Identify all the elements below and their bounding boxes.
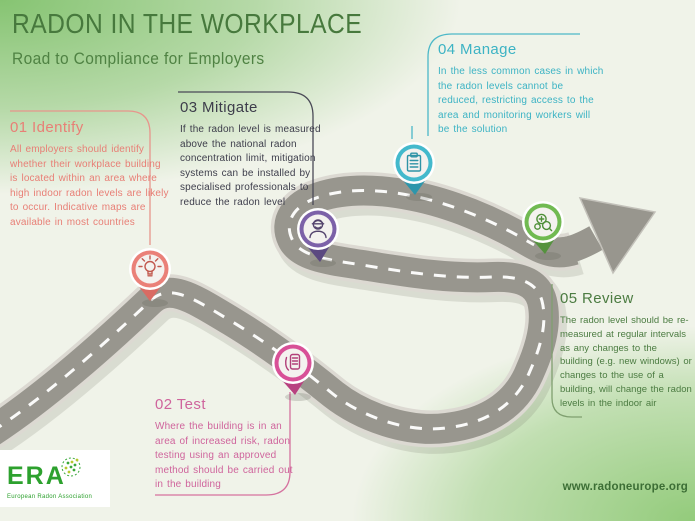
pin-shadow <box>535 252 561 260</box>
lightbulb-icon <box>138 255 162 277</box>
pin-shadow <box>142 299 168 307</box>
radon-detector-icon <box>284 353 301 371</box>
era-logo-caption: European Radon Association <box>7 494 93 500</box>
winding-road <box>0 172 584 458</box>
road-end-arrow <box>527 197 657 275</box>
arrow-shaft <box>527 226 603 265</box>
pin-shadow <box>285 393 311 401</box>
page-title: RADON IN THE WORKPLACE <box>12 8 363 39</box>
pin-shadow <box>310 259 336 267</box>
step-04-callout: 04 Manage In the less common cases in wh… <box>438 41 604 138</box>
step-02-title: 02 Test <box>155 396 206 413</box>
website-link[interactable]: www.radoneurope.org <box>562 481 688 493</box>
review-gears-icon <box>534 213 553 232</box>
step-03-body: If the radon level is measured above the… <box>180 124 321 208</box>
step-01-callout: 01 Identify All employers should identif… <box>10 119 172 230</box>
pin-review <box>522 201 564 260</box>
pin-test <box>272 342 314 401</box>
step-02-body: Where the building is in an area of incr… <box>155 421 293 490</box>
page-subtitle: Road to Compliance for Employers <box>12 50 265 68</box>
road-centerline <box>0 189 575 431</box>
step-05-callout: 05 Review The radon level should be re-m… <box>560 290 692 410</box>
leader-line-review <box>551 284 582 418</box>
era-globe-icon <box>61 457 81 477</box>
pin-mitigate <box>297 208 339 267</box>
step-01-title: 01 Identify <box>10 119 84 136</box>
pin-identify <box>129 248 171 307</box>
leader-line-test <box>155 392 291 496</box>
step-04-title: 04 Manage <box>438 41 517 58</box>
clipboard-icon <box>406 152 422 172</box>
step-04-body: In the less common cases in which the ra… <box>438 66 604 135</box>
pin-shadow <box>406 193 432 201</box>
specialist-icon <box>309 219 327 239</box>
leader-line-identify <box>10 110 151 245</box>
step-03-title: 03 Mitigate <box>180 99 258 116</box>
header: RADON IN THE WORKPLACE Road to Complianc… <box>12 8 410 69</box>
leader-line-manage <box>411 33 580 139</box>
pin-manage <box>393 142 435 201</box>
step-05-title: 05 Review <box>560 290 634 307</box>
step-03-callout: 03 Mitigate If the radon level is measur… <box>180 99 330 210</box>
step-02-callout: 02 Test Where the building is in an area… <box>155 396 295 493</box>
era-logo: ERA European Radon Association <box>0 450 110 507</box>
step-05-body: The radon level should be re-measured at… <box>560 315 692 409</box>
leader-line-mitigate <box>178 91 314 205</box>
era-logo-text: ERA <box>7 462 66 490</box>
arrow-head <box>578 197 657 275</box>
step-01-body: All employers should identify whether th… <box>10 144 169 228</box>
